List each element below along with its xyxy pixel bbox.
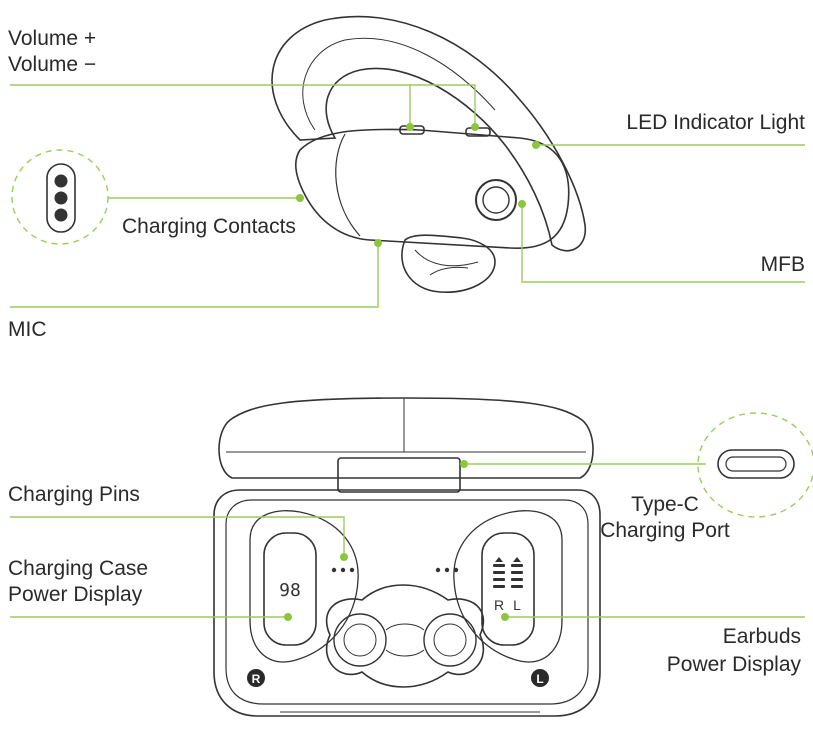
earbud-leader-lines <box>10 84 805 308</box>
svg-text:L: L <box>536 672 543 686</box>
case-base <box>213 489 601 717</box>
right-slot-badge: R <box>247 669 265 687</box>
label-earbuds-power-line1: Earbuds <box>722 625 801 648</box>
case-lid <box>218 397 594 479</box>
earbud-illustration <box>271 15 586 293</box>
contact-pin-3 <box>54 208 68 222</box>
label-type-c-line2: Charging Port <box>600 519 730 542</box>
case-leader-dots <box>284 460 509 621</box>
battery-label-left: L <box>513 597 521 613</box>
label-volume-up: Volume + <box>8 27 97 50</box>
label-charging-contacts: Charging Contacts <box>122 215 296 238</box>
charging-pins-dots <box>331 567 459 573</box>
svg-text:R: R <box>252 672 261 686</box>
case-power-display <box>263 532 317 646</box>
label-volume-down: Volume − <box>8 53 97 76</box>
label-mfb: MFB <box>760 253 805 276</box>
label-led-indicator: LED Indicator Light <box>626 111 805 134</box>
mfb-button <box>475 179 517 221</box>
type-c-port-inset <box>697 412 813 518</box>
label-case-power-line1: Charging Case <box>8 557 149 580</box>
contact-pin-2 <box>54 191 68 205</box>
earbuds-power-display <box>481 532 535 646</box>
charging-contacts-inset <box>11 149 109 245</box>
ear-tip <box>401 234 496 293</box>
ear-hook <box>271 15 586 252</box>
slot-left-earbud <box>453 510 563 663</box>
earbud-battery-bars <box>493 557 523 588</box>
case-leader-lines <box>10 463 805 618</box>
label-charging-pins: Charging Pins <box>8 483 140 506</box>
label-type-c-line1: Type-C <box>631 493 699 516</box>
battery-label-right: R <box>494 597 504 613</box>
label-earbuds-power-line2: Power Display <box>666 653 801 676</box>
case-hinge <box>337 457 461 493</box>
contact-pin-1 <box>54 174 68 188</box>
case-power-value: 98 <box>279 580 301 601</box>
label-case-power-line2: Power Display <box>8 583 143 606</box>
slot-right-earbud <box>249 510 359 663</box>
earbud-leader-dots <box>296 123 540 247</box>
earbud-body <box>294 128 570 249</box>
left-slot-badge: L <box>531 669 549 687</box>
label-mic: MIC <box>8 318 47 341</box>
case-illustration <box>213 397 601 717</box>
center-eartips <box>325 584 485 688</box>
